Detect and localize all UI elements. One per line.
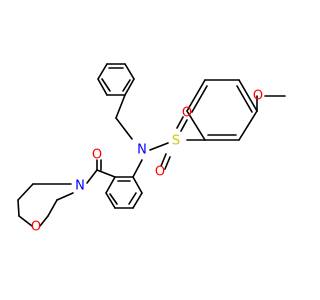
atom-labels: N S O O O N O O	[31, 89, 263, 235]
sulfonyl-oxygen-lower: O	[155, 165, 165, 180]
sulfonyl-oxygen-upper: O	[182, 106, 192, 121]
sulfur-atom: S	[172, 134, 180, 149]
structure-canvas: N S O O O N O O	[17, 63, 286, 235]
morpholine-oxygen: O	[31, 220, 41, 235]
morpholine-nitrogen: N	[75, 179, 85, 194]
nitrogen-atom: N	[137, 143, 147, 158]
carbonyl-oxygen: O	[92, 148, 102, 163]
methoxy-oxygen: O	[253, 89, 263, 104]
bonds	[17, 63, 286, 227]
